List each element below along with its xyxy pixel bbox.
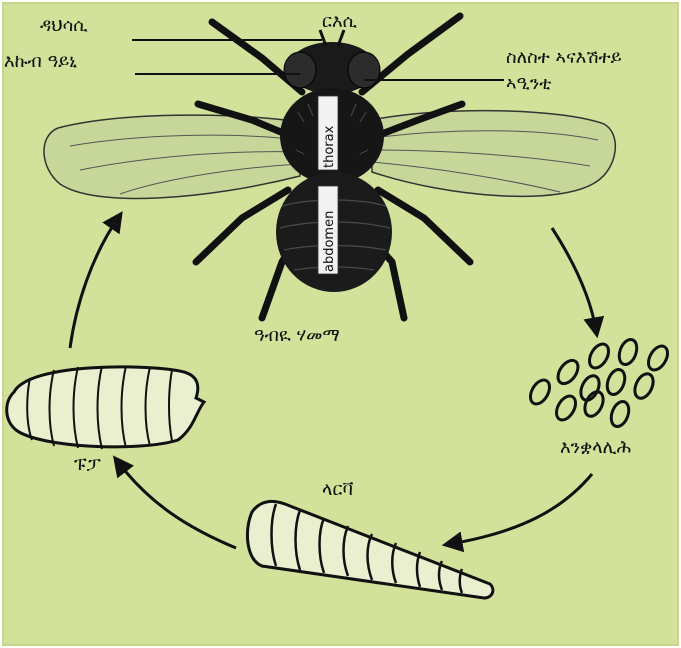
label-compound-eye: እኩብ ዓይኒ xyxy=(4,52,77,73)
thorax-label: thorax xyxy=(322,125,337,168)
label-antenna: ዳህሳሲ xyxy=(40,16,88,37)
label-mouth-parts-line1: ስለስተ ኣናእሽተይ xyxy=(506,48,622,69)
abdomen-label-group: abdomen xyxy=(318,186,338,274)
label-mouth-parts-line2: ኣዒንቲ xyxy=(506,74,551,95)
label-adult-fly: ዓብዪ ሃመማ xyxy=(254,326,340,347)
compound-eye-left xyxy=(284,52,316,88)
label-eggs: እንቋላሊሕ xyxy=(560,438,631,459)
compound-eye-right xyxy=(348,52,380,88)
label-pupa: ፑፓ xyxy=(74,455,101,476)
label-head: ርእሲ xyxy=(322,12,357,33)
label-larva: ላርቫ xyxy=(322,480,354,501)
abdomen-label: abdomen xyxy=(322,211,337,272)
pupa-illustration xyxy=(7,366,204,449)
thorax-label-group: thorax xyxy=(318,96,338,170)
